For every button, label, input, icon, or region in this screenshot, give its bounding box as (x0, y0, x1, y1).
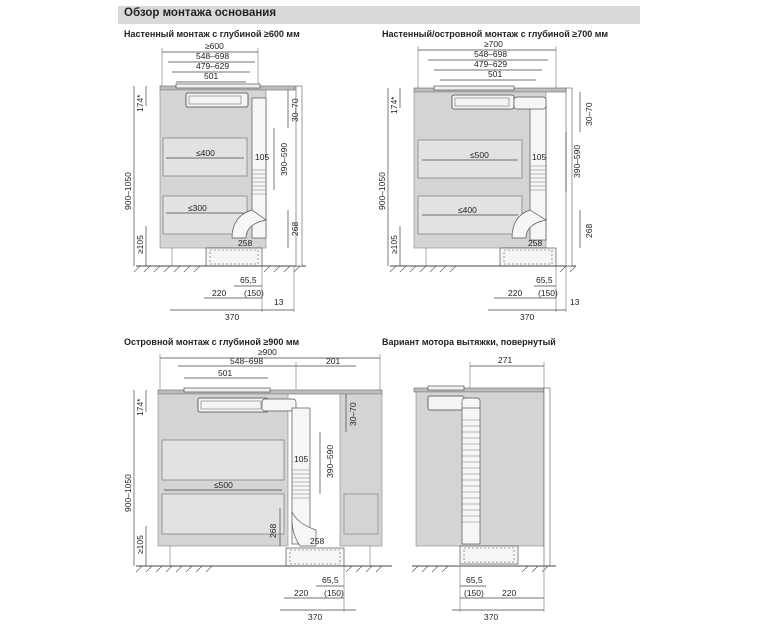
d1-right-3: 268 (290, 222, 300, 236)
d4-271: 271 (498, 355, 512, 365)
d3-150: (150) (324, 588, 344, 598)
d1-drawer-top: ≤400 (196, 148, 215, 158)
d2-top-3: 479–629 (474, 59, 507, 69)
d2-370: 370 (520, 312, 534, 322)
diagram-3: ≥900 548–698 201 501 ≤500 105 258 (123, 347, 392, 622)
d1-drawer-bottom: ≤300 (188, 203, 207, 213)
d2-left-bottom: ≥105 (389, 235, 399, 254)
d3-left-top: 174* (135, 398, 145, 416)
d1-top-1: ≥600 (205, 41, 224, 51)
d3-top-2: 548–698 (230, 356, 263, 366)
d2-right-1: 30–70 (584, 102, 594, 126)
d1-left-total: 900–1050 (123, 172, 133, 210)
diagram-4-title: Вариант мотора вытяжки, повернутый (382, 337, 556, 347)
d1-top-4: 501 (204, 71, 218, 81)
d1-220: 220 (212, 288, 226, 298)
diagram-3-title: Островной монтаж с глубиной ≥900 мм (124, 337, 300, 347)
d2-left-total: 900–1050 (377, 172, 387, 210)
d2-right-3: 268 (584, 224, 594, 238)
d2-top-1: ≥700 (484, 39, 503, 49)
d4-150: (150) (464, 588, 484, 598)
d3-370: 370 (308, 612, 322, 622)
d4-220: 220 (502, 588, 516, 598)
d3-top-1: ≥900 (258, 347, 277, 357)
d1-65: 65,5 (240, 275, 257, 285)
d3-left-total: 900–1050 (123, 474, 133, 512)
d2-drawer-top: ≤500 (470, 150, 489, 160)
d1-top-2: 548–698 (196, 51, 229, 61)
d2-105: 105 (532, 152, 546, 162)
d1-105: 105 (255, 152, 269, 162)
diagram-2: ≥700 548–698 479–629 501 ≤500 ≤400 105 2… (377, 39, 594, 322)
d4-65: 65,5 (466, 575, 483, 585)
d3-105: 105 (294, 454, 308, 464)
d3-right-2: 390–590 (325, 445, 335, 478)
d3-258: 258 (310, 536, 324, 546)
d2-right-2: 390–590 (572, 145, 582, 178)
d1-top-3: 479–629 (196, 61, 229, 71)
diagram-2-title: Настенный/островной монтаж с глубиной ≥7… (382, 29, 609, 39)
d2-258: 258 (528, 238, 542, 248)
d1-13: 13 (274, 297, 284, 307)
d2-top-4: 501 (488, 69, 502, 79)
d1-left-bottom: ≥105 (135, 235, 145, 254)
diagram-1-title: Настенный монтаж с глубиной ≥600 мм (124, 29, 300, 39)
d3-220: 220 (294, 588, 308, 598)
d4-370: 370 (484, 612, 498, 622)
diagram-4: 271 65,5 (411, 355, 556, 622)
d2-150: (150) (538, 288, 558, 298)
diagram-1: ≥600 548–698 479–629 501 ≤400 ≤300 105 (123, 41, 306, 322)
d2-65: 65,5 (536, 275, 553, 285)
d1-258: 258 (238, 238, 252, 248)
d1-left-top: 174* (135, 94, 145, 112)
d2-13: 13 (570, 297, 580, 307)
d2-drawer-bottom: ≤400 (458, 205, 477, 215)
d3-top-201: 201 (326, 356, 340, 366)
d3-top-3: 501 (218, 368, 232, 378)
d1-370: 370 (225, 312, 239, 322)
d1-150: (150) (244, 288, 264, 298)
d3-65: 65,5 (322, 575, 339, 585)
d2-top-2: 548–698 (474, 49, 507, 59)
d3-right-3: 268 (268, 524, 278, 538)
d1-right-1: 30–70 (290, 98, 300, 122)
d3-left-bottom: ≥105 (135, 535, 145, 554)
page-title: Обзор монтажа основания (124, 7, 277, 19)
d2-220: 220 (508, 288, 522, 298)
d3-right-1: 30–70 (348, 402, 358, 426)
d3-drawer: ≤500 (214, 480, 233, 490)
header-bar (118, 6, 640, 24)
d1-right-2: 390–590 (279, 143, 289, 176)
d2-left-top: 174* (389, 96, 399, 114)
